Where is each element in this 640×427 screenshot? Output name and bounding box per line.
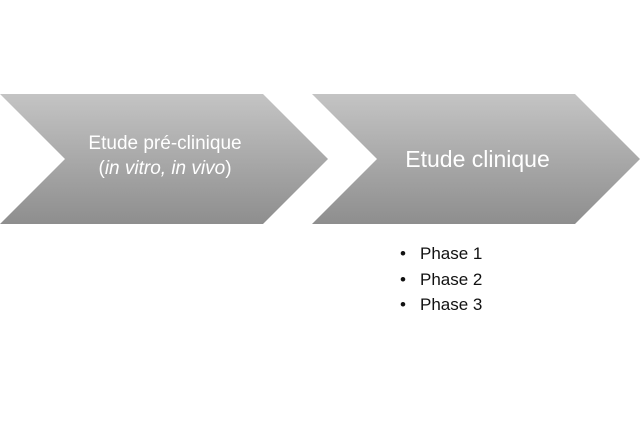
bullet: • [400,244,406,263]
phase-label: Phase 2 [420,269,483,289]
preclinical-subtitle-italic: in vitro, in vivo [104,158,226,179]
bullet: • [400,269,406,289]
list-item: • Phase 1 [396,241,482,267]
subtitle-close-paren: ) [225,158,232,179]
list-item: • Phase 3 [396,292,482,318]
clinical-label: Etude clinique [405,146,550,172]
bullet: • [400,295,406,314]
preclinical-title: Etude pré-clinique [88,133,242,154]
preclinical-label: Etude pré-clinique (in vitro, in vivo) [40,131,290,181]
chevron-preclinical [0,94,328,224]
phase-label: Phase 1 [420,244,483,263]
phase-list: • Phase 1 • Phase 2 • Phase 3 [396,241,482,318]
subtitle-open-paren: ( [98,158,105,179]
phase-label: Phase 3 [420,295,483,314]
list-item: • Phase 2 [396,267,482,293]
chevron-clinical [312,94,640,224]
preclinical-subtitle: (in vitro, in vivo) [40,156,290,181]
